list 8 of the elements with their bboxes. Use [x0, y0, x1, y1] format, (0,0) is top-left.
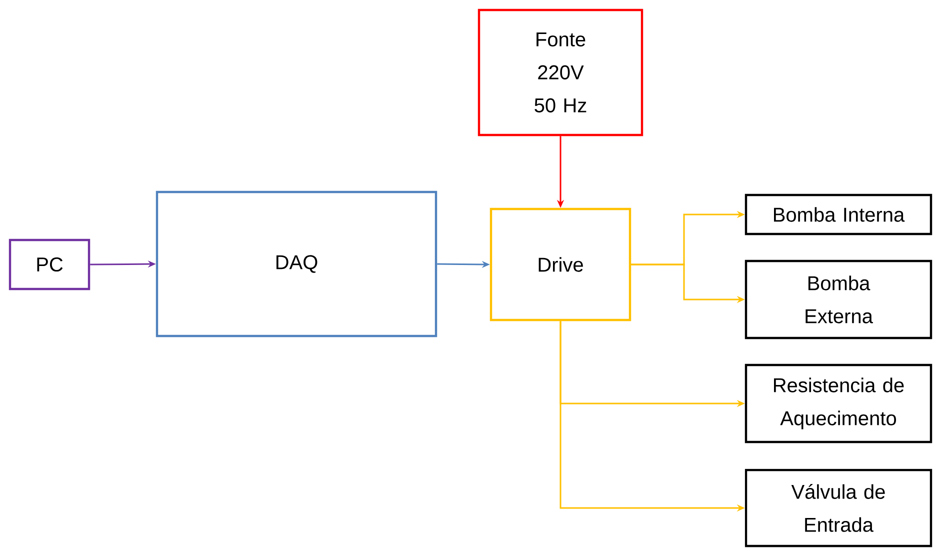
- output-box: Bomba Externa: [744, 260, 932, 340]
- process-box: DAQ: [156, 190, 438, 338]
- output-box: Bomba Interna: [744, 194, 932, 236]
- process-box: PC: [8, 238, 90, 290]
- output-box: Válvula de Entrada: [744, 468, 932, 548]
- power-source-box: Fonte 220V 50 Hz: [478, 8, 644, 136]
- process-box: Drive: [490, 208, 632, 322]
- output-box: Resistencia de Aquecimento: [744, 364, 932, 444]
